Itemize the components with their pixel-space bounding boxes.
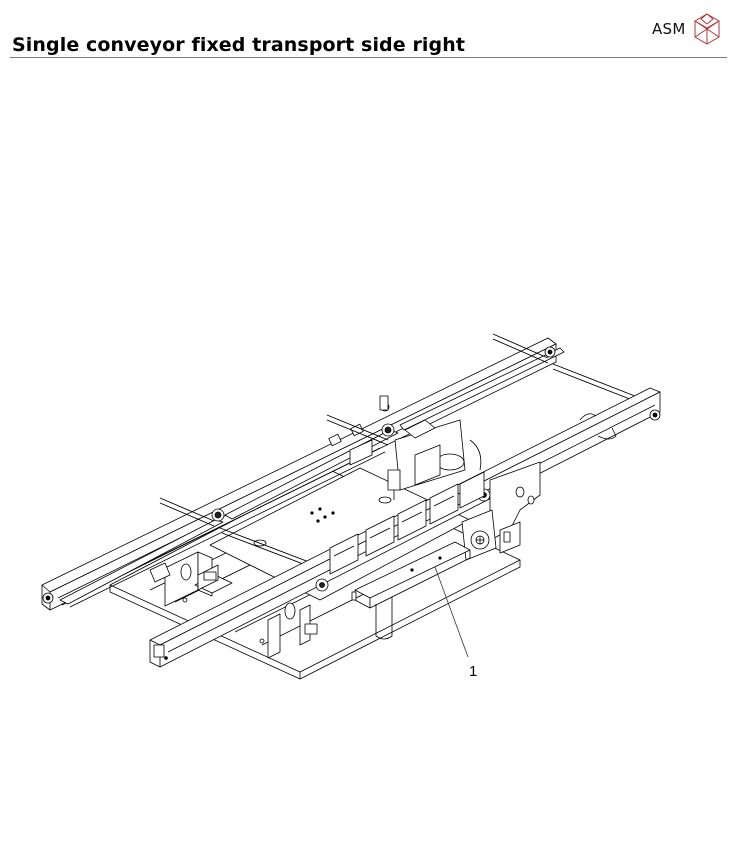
hexagon-cube-logo-icon (694, 13, 720, 45)
brand-name: ASM (652, 20, 686, 38)
header-divider (10, 57, 727, 58)
drive-motor (461, 509, 521, 561)
central-mechanism (349, 419, 482, 500)
cover-plate-item-1 (351, 541, 471, 640)
callout-leader-line (434, 566, 469, 658)
page-header: Single conveyor fixed transport side rig… (0, 0, 747, 62)
callout-label-1: 1 (469, 663, 478, 680)
brand: ASM (652, 12, 720, 46)
left-brackets (149, 551, 233, 607)
front-frame-posts (267, 604, 318, 659)
page-title: Single conveyor fixed transport side rig… (12, 34, 466, 56)
clamp-modules (329, 471, 485, 575)
